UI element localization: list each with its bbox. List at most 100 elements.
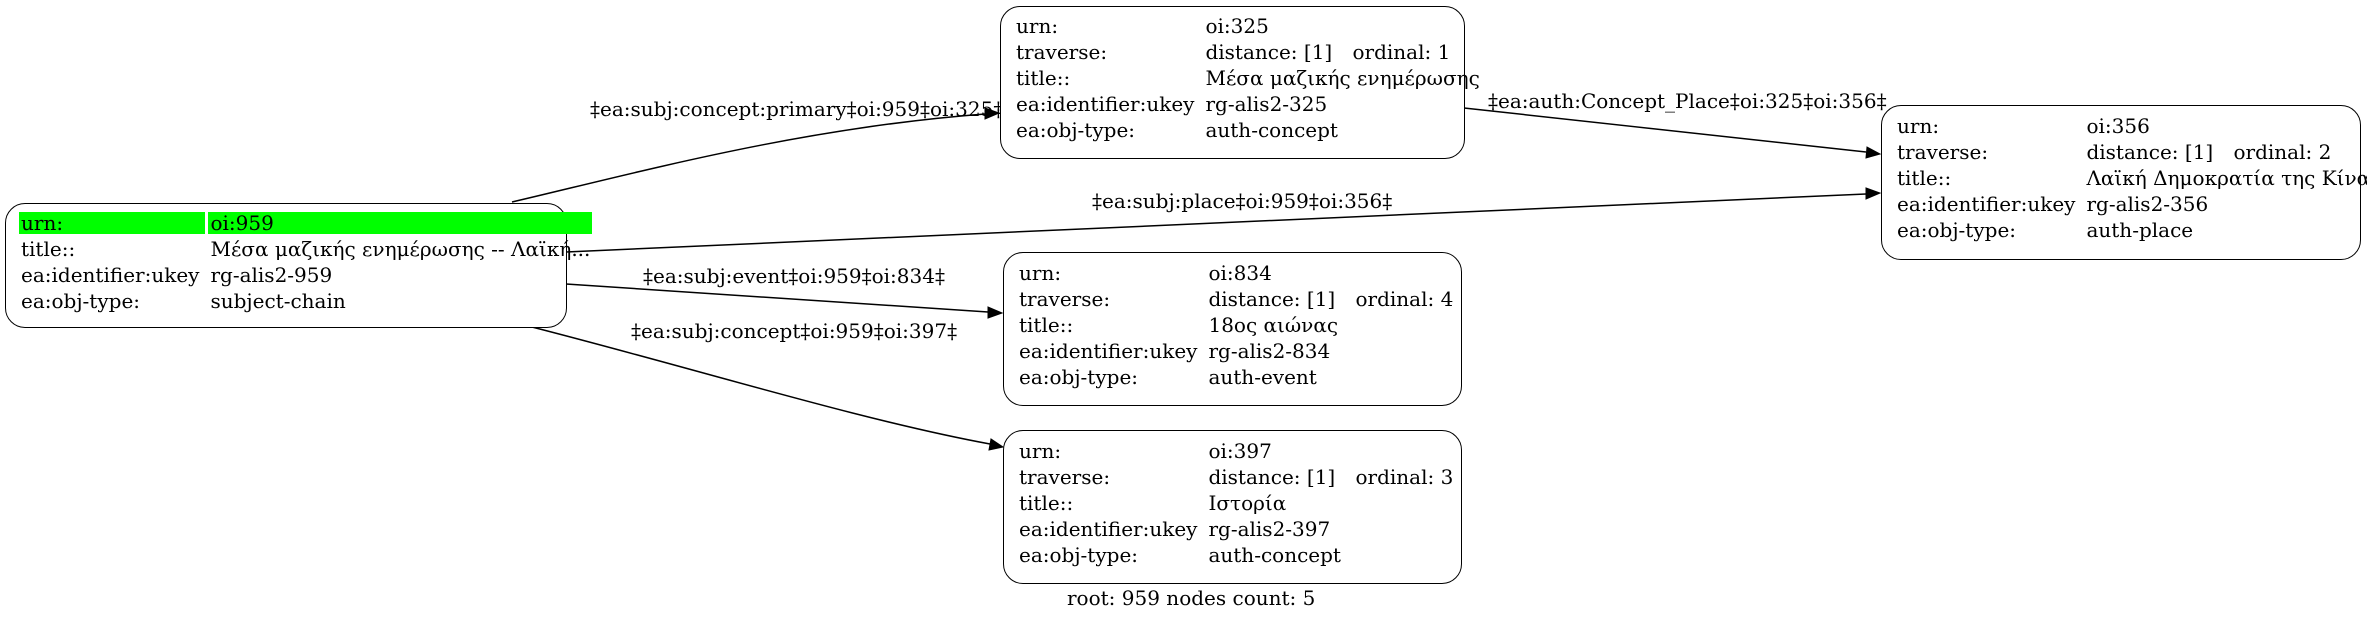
field-title: title:: Ιστορία [1017, 492, 1455, 514]
edge-325-356-arrowhead [1865, 146, 1882, 159]
field-value: Ιστορία [1208, 491, 1287, 515]
field-obj-type: ea:obj-type: subject-chain [19, 290, 592, 312]
edge-label-959-397: ‡ea:subj:concept‡oi:959‡oi:397‡ [631, 319, 958, 343]
field-ukey: ea:identifier:ukey rg-alis2-834 [1017, 340, 1455, 362]
field-value: oi:325 [1205, 14, 1269, 38]
field-value: oi:959 [208, 212, 593, 234]
field-key: urn: [1019, 261, 1062, 285]
edge-959-325-arrowhead [984, 107, 1001, 120]
edge-959-397 [531, 326, 991, 445]
field-key: ea:obj-type: [1897, 218, 2017, 242]
field-value: Μέσα μαζικής ενημέρωσης -- Λαϊκή... [210, 237, 591, 261]
field-title: title:: Μέσα μαζικής ενημέρωσης [1014, 67, 1482, 89]
node-oi-397[interactable]: urn: oi:397 traverse: distance: [1] ordi… [1003, 430, 1462, 584]
edge-959-356-arrowhead [1865, 187, 1882, 200]
field-value: 18ος αιώνας [1208, 313, 1339, 337]
edge-959-834 [565, 283, 989, 313]
field-urn: urn: oi:959 [19, 212, 593, 234]
edge-959-356 [565, 193, 1867, 253]
field-obj-type: ea:obj-type: auth-event [1017, 366, 1455, 388]
field-key: ea:identifier:ukey [1016, 92, 1195, 116]
field-key: traverse: [1016, 40, 1108, 64]
field-value: oi:356 [2086, 114, 2150, 138]
field-value: Λαϊκή Δημοκρατία της Κίνας [2086, 166, 2367, 190]
field-key: ea:identifier:ukey [1019, 339, 1198, 363]
field-title: title:: Λαϊκή Δημοκρατία της Κίνας [1895, 167, 2367, 189]
node-oi-325-fields: urn: oi:325 traverse: distance: [1] ordi… [1011, 11, 1485, 145]
field-key: ea:obj-type: [1019, 543, 1139, 567]
traverse-distance: distance: [1] [1208, 287, 1336, 311]
field-key: title:: [21, 237, 76, 261]
edge-959-325 [511, 113, 986, 203]
field-key: title:: [1016, 66, 1071, 90]
node-oi-959[interactable]: urn: oi:959 title:: Μέσα μαζικής ενημέρω… [5, 203, 593, 328]
traverse-ordinal: ordinal: 4 [1355, 287, 1454, 311]
field-traverse: traverse: distance: [1] ordinal: 3 [1017, 466, 1455, 488]
field-value: Μέσα μαζικής ενημέρωσης [1205, 66, 1480, 90]
node-oi-959-fields: urn: oi:959 title:: Μέσα μαζικής ενημέρω… [16, 208, 595, 316]
field-obj-type: ea:obj-type: auth-place [1895, 219, 2367, 241]
traverse-distance: distance: [1] [2086, 140, 2214, 164]
field-ukey: ea:identifier:ukey rg-alis2-356 [1895, 193, 2367, 215]
field-key: ea:identifier:ukey [1019, 517, 1198, 541]
traverse-distance: distance: [1] [1205, 40, 1333, 64]
field-ukey: ea:identifier:ukey rg-alis2-959 [19, 264, 592, 286]
field-ukey: ea:identifier:ukey rg-alis2-397 [1017, 518, 1455, 540]
field-value: auth-event [1208, 365, 1317, 389]
field-key: traverse: [1019, 465, 1111, 489]
field-value: auth-concept [1208, 543, 1341, 567]
field-value: auth-place [2086, 218, 2194, 242]
edge-325-356 [1463, 107, 1867, 153]
field-ukey: ea:identifier:ukey rg-alis2-325 [1014, 93, 1482, 115]
field-value: oi:397 [1208, 439, 1272, 463]
field-key: urn: [19, 212, 206, 234]
field-value: subject-chain [210, 289, 346, 313]
field-urn: urn: oi:397 [1017, 440, 1455, 462]
edge-label-325-356: ‡ea:auth:Concept_Place‡oi:325‡oi:356‡ [1488, 89, 1887, 113]
field-value: rg-alis2-397 [1208, 517, 1331, 541]
node-oi-325[interactable]: urn: oi:325 traverse: distance: [1] ordi… [1000, 6, 1480, 159]
node-oi-356[interactable]: urn: oi:356 traverse: distance: [1] ordi… [1881, 105, 2367, 260]
field-value: rg-alis2-959 [210, 263, 333, 287]
field-key: title:: [1019, 491, 1074, 515]
field-obj-type: ea:obj-type: auth-concept [1017, 544, 1455, 566]
edge-label-959-325: ‡ea:subj:concept:primary‡oi:959‡oi:325‡ [590, 97, 1004, 121]
field-key: ea:obj-type: [1016, 118, 1136, 142]
field-value: rg-alis2-834 [1208, 339, 1331, 363]
edge-label-959-356: ‡ea:subj:place‡oi:959‡oi:356‡ [1092, 189, 1393, 213]
edge-959-834-arrowhead [987, 306, 1004, 319]
field-urn: urn: oi:356 [1895, 115, 2367, 137]
field-urn: urn: oi:325 [1014, 15, 1482, 37]
field-value: rg-alis2-356 [2086, 192, 2209, 216]
field-traverse: traverse: distance: [1] ordinal: 2 [1895, 141, 2367, 163]
field-key: ea:obj-type: [21, 289, 141, 313]
field-key: urn: [1016, 14, 1059, 38]
traverse-ordinal: ordinal: 2 [2233, 140, 2332, 164]
field-value: auth-concept [1205, 118, 1338, 142]
field-title: title:: Μέσα μαζικής ενημέρωσης -- Λαϊκή… [19, 238, 592, 260]
field-urn: urn: oi:834 [1017, 262, 1455, 284]
field-traverse: traverse: distance: [1] ordinal: 1 [1014, 41, 1482, 63]
field-traverse: traverse: distance: [1] ordinal: 4 [1017, 288, 1455, 310]
graph-footer: root: 959 nodes count: 5 [1067, 586, 1316, 610]
field-key: urn: [1897, 114, 1940, 138]
field-title: title:: 18ος αιώνας [1017, 314, 1455, 336]
field-key: urn: [1019, 439, 1062, 463]
field-key: traverse: [1897, 140, 1989, 164]
edge-label-959-834: ‡ea:subj:event‡oi:959‡oi:834‡ [643, 264, 945, 288]
edge-959-397-arrowhead [988, 438, 1005, 451]
traverse-ordinal: ordinal: 3 [1355, 465, 1454, 489]
node-oi-834[interactable]: urn: oi:834 traverse: distance: [1] ordi… [1003, 252, 1462, 406]
field-key: ea:identifier:ukey [1897, 192, 2076, 216]
field-key: traverse: [1019, 287, 1111, 311]
field-key: title:: [1019, 313, 1074, 337]
traverse-ordinal: ordinal: 1 [1352, 40, 1451, 64]
node-oi-834-fields: urn: oi:834 traverse: distance: [1] ordi… [1014, 258, 1458, 392]
field-key: title:: [1897, 166, 1952, 190]
field-value: rg-alis2-325 [1205, 92, 1328, 116]
node-oi-397-fields: urn: oi:397 traverse: distance: [1] ordi… [1014, 436, 1458, 570]
field-value: oi:834 [1208, 261, 1272, 285]
node-oi-356-fields: urn: oi:356 traverse: distance: [1] ordi… [1892, 111, 2367, 245]
field-key: ea:obj-type: [1019, 365, 1139, 389]
